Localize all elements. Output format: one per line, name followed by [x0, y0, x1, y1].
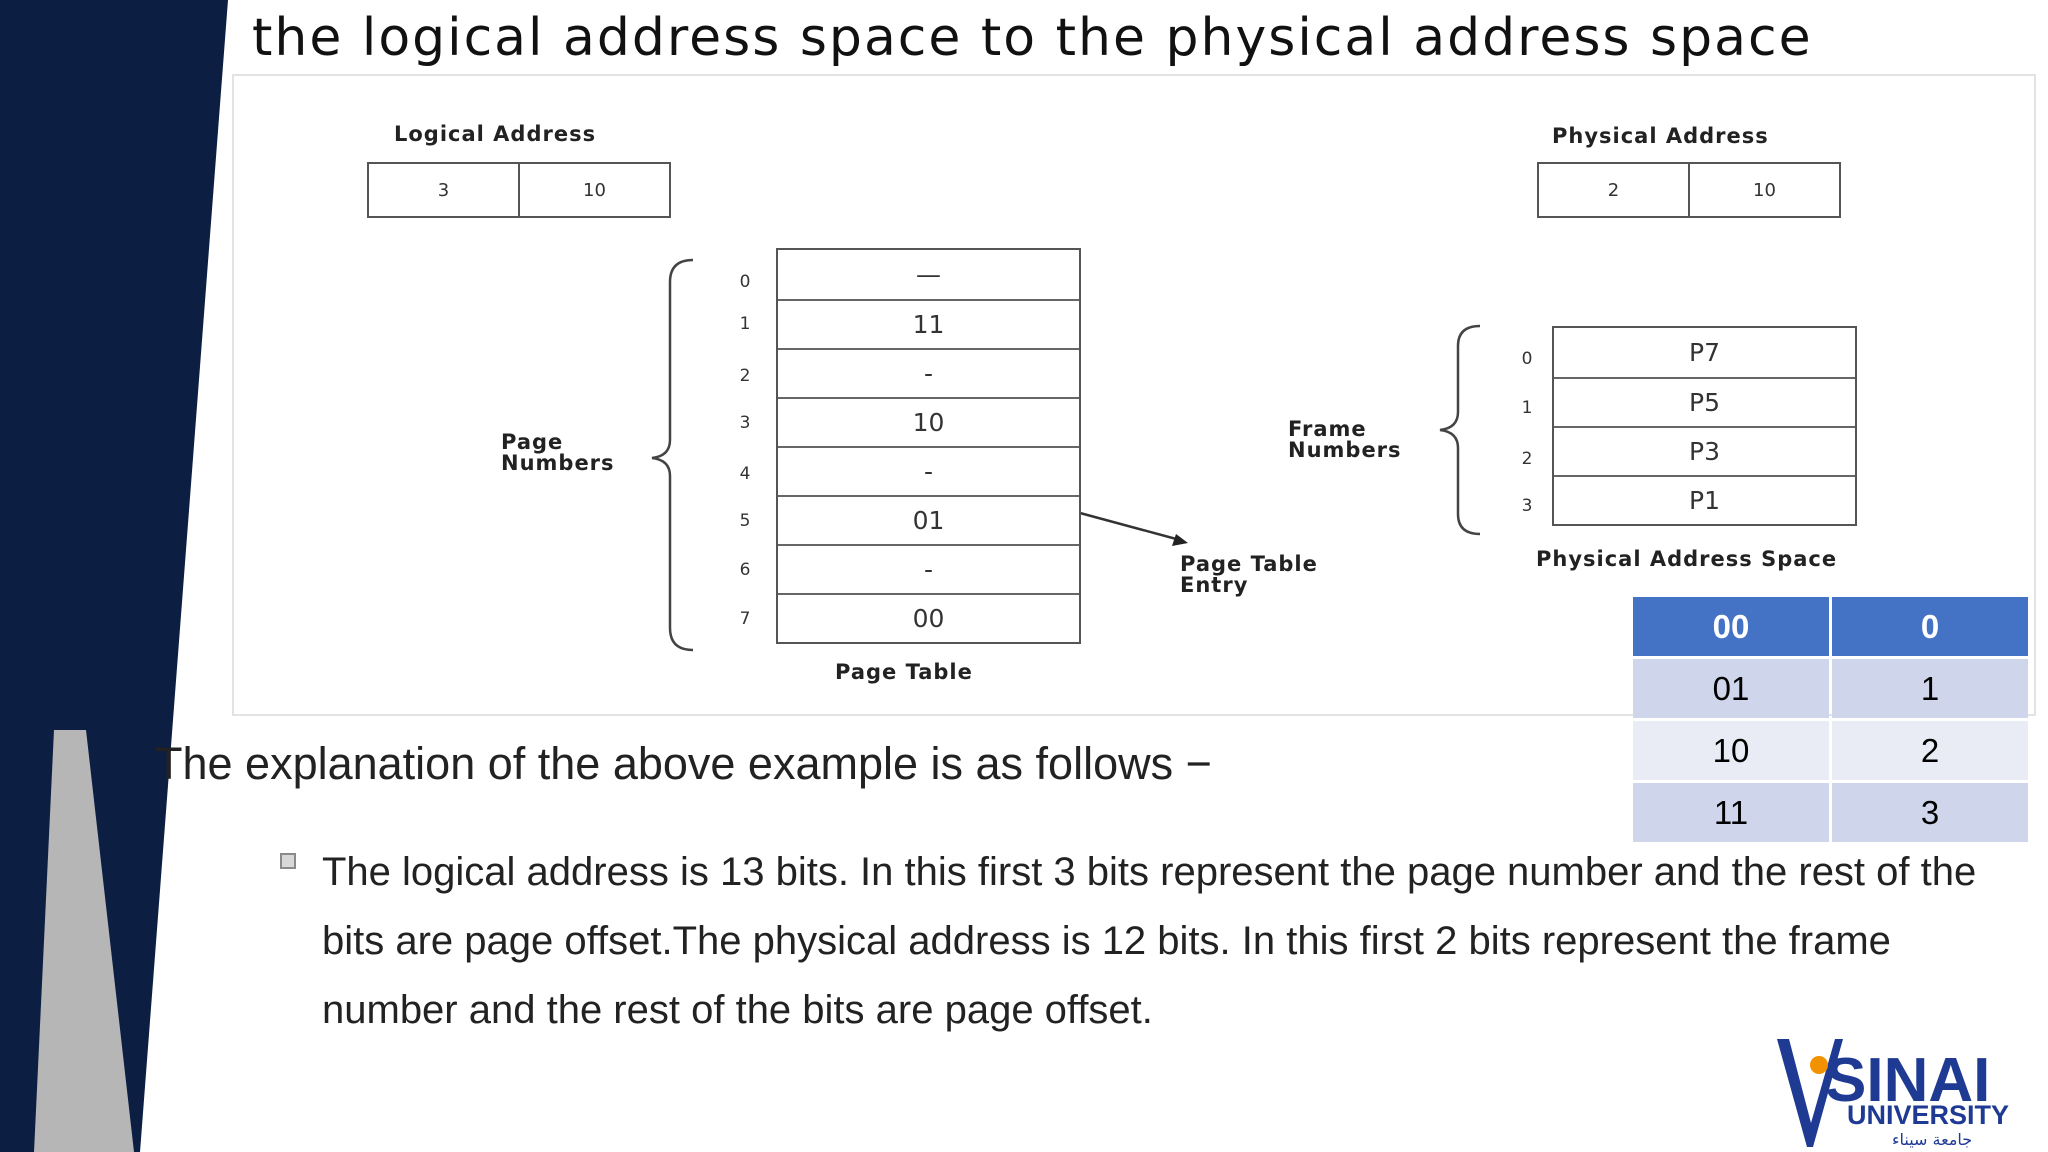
page-index-column: 0 1 2 3 4 5 6 7 — [730, 250, 760, 642]
sinai-university-logo: SINAI UNIVERSITY جامعة سيناء — [1777, 1039, 2009, 1149]
page-index: 4 — [739, 464, 751, 484]
mapping-cell: 3 — [1832, 783, 2028, 842]
page-index: 1 — [739, 314, 751, 334]
explanation-heading: The explanation of the above example is … — [155, 738, 1212, 789]
page-table-entry: 01 — [778, 495, 1079, 544]
mapping-cell: 10 — [1633, 721, 1829, 780]
mapping-cell: 1 — [1832, 659, 2028, 718]
explanation-bullet: The logical address is 13 bits. In this … — [322, 850, 1977, 1032]
page-table-entry: — — [916, 260, 941, 289]
gray-side-band — [34, 730, 134, 1152]
physical-address-space-caption: Physical Address Space — [1536, 547, 1838, 571]
page-table-entry: 11 — [778, 299, 1079, 348]
svg-text:SINAI: SINAI — [1825, 1046, 1990, 1115]
physical-address-space: P7 P5 P3 P1 — [1552, 326, 1857, 526]
frame-numbers-brace — [1439, 324, 1481, 536]
physical-frame-number: 2 — [1607, 179, 1620, 201]
logical-address-box: 3 10 — [367, 162, 671, 218]
mapping-row: 01 1 — [1633, 659, 2028, 718]
figure-frame — [232, 74, 2036, 716]
page-table-entry-label: Page Table Entry — [1180, 552, 1318, 597]
physical-offset: 10 — [1688, 164, 1839, 216]
page-index: 2 — [739, 366, 751, 386]
svg-text:جامعة سيناء: جامعة سيناء — [1892, 1130, 1972, 1149]
page-numbers-brace — [651, 258, 694, 652]
page-index: 6 — [739, 560, 751, 580]
mapping-cell: 00 — [1633, 597, 1829, 656]
frame-cell: P7 — [1689, 338, 1720, 367]
page-index: 0 — [739, 272, 751, 292]
page-table-entry: 10 — [778, 397, 1079, 446]
frame-index-column: 0 1 2 3 — [1512, 328, 1542, 532]
mapping-row: 10 2 — [1633, 721, 2028, 780]
frame-index: 0 — [1521, 349, 1533, 369]
mapping-row: 11 3 — [1633, 783, 2028, 842]
physical-address-label: Physical Address — [1552, 124, 1769, 148]
page-table: — 11 - 10 - 01 - 00 — [776, 248, 1081, 644]
page-table-entry: - — [778, 348, 1079, 397]
logical-address-label: Logical Address — [394, 122, 597, 146]
page-table-entry: - — [778, 544, 1079, 593]
bit-mapping-table: 00 0 01 1 10 2 11 3 — [1630, 594, 2031, 845]
page-table-entry-arrow — [1079, 511, 1181, 542]
frame-cell: P3 — [1554, 426, 1855, 475]
frame-cell: P5 — [1554, 377, 1855, 426]
frame-index: 1 — [1521, 398, 1533, 418]
physical-address-box: 2 10 — [1537, 162, 1841, 218]
slide-title: the logical address space to the physica… — [252, 8, 1813, 68]
frame-index: 3 — [1521, 496, 1533, 516]
svg-text:UNIVERSITY: UNIVERSITY — [1847, 1100, 2009, 1130]
frame-index: 2 — [1521, 449, 1533, 469]
logical-offset: 10 — [518, 164, 669, 216]
page-table-caption: Page Table — [835, 660, 973, 684]
page-table-entry: 00 — [778, 593, 1079, 642]
mapping-cell: 0 — [1832, 597, 2028, 656]
frame-numbers-label: Frame Numbers — [1288, 417, 1402, 462]
mapping-cell: 01 — [1633, 659, 1829, 718]
bullet-square-icon — [280, 853, 296, 869]
mapping-header-row: 00 0 — [1633, 597, 2028, 656]
arrow-head — [1172, 534, 1188, 546]
mapping-cell: 11 — [1633, 783, 1829, 842]
page-index: 5 — [739, 511, 751, 531]
page-index: 3 — [739, 413, 751, 433]
logical-page-number: 3 — [437, 179, 450, 201]
frame-cell: P1 — [1554, 475, 1855, 524]
page-index: 7 — [739, 609, 751, 629]
page-numbers-label: Page Numbers — [501, 430, 615, 475]
page-table-entry: - — [778, 446, 1079, 495]
mapping-cell: 2 — [1832, 721, 2028, 780]
